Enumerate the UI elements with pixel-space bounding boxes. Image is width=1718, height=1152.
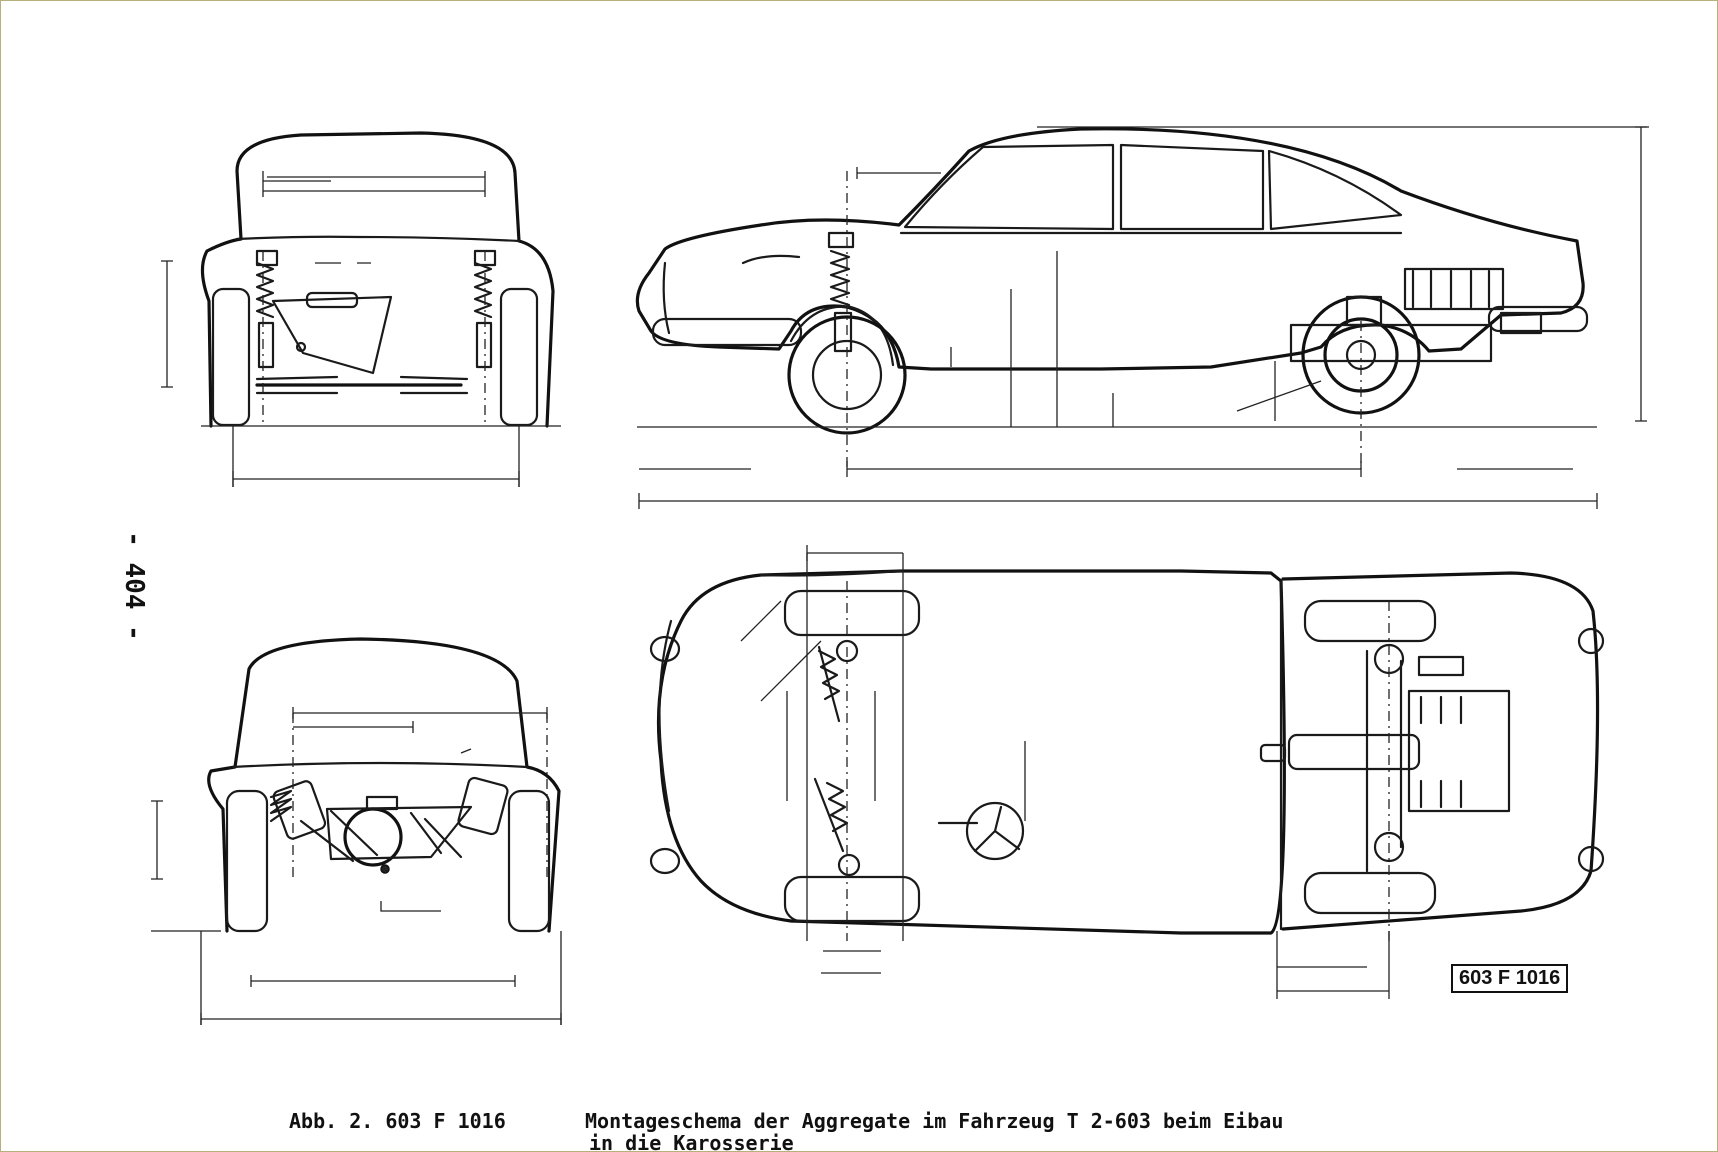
side-view <box>637 127 1649 509</box>
front-view <box>161 133 561 487</box>
caption-line-2: in die Karosserie <box>589 1131 794 1152</box>
top-view <box>651 545 1603 999</box>
caption-line-1: Montageschema der Aggregate im Fahrzeug … <box>585 1109 1284 1133</box>
drawing-number-stamp: 603 F 1016 <box>1451 964 1569 993</box>
rear-view <box>151 639 561 1025</box>
page-number: - 404 - <box>118 531 149 641</box>
figure-reference: Abb. 2. 603 F 1016 <box>289 1109 506 1133</box>
figure-caption: Abb. 2. 603 F 1016 Montageschema der Aggr… <box>289 1109 1284 1151</box>
